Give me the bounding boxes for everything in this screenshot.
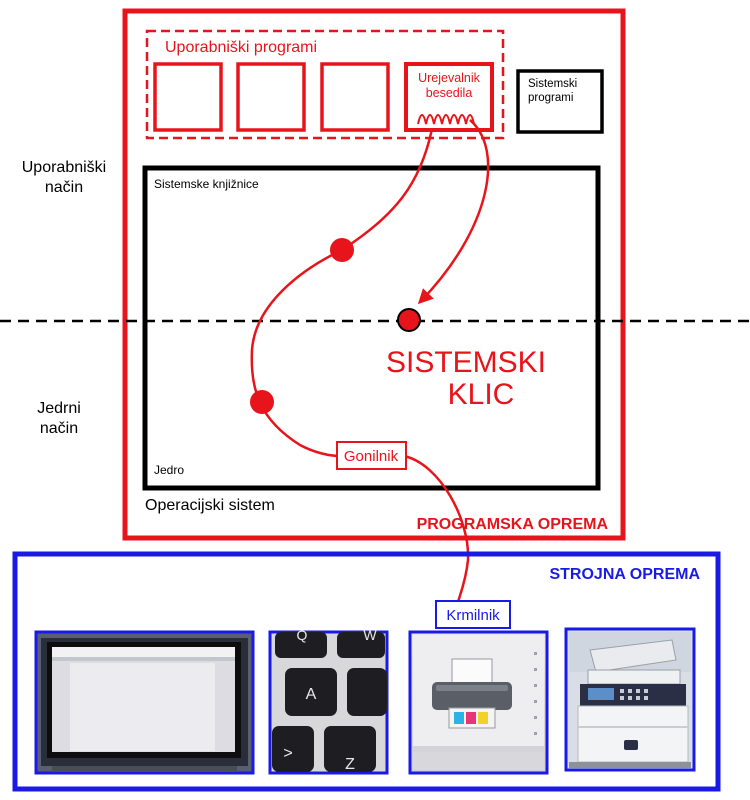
operating-system-box	[142, 165, 601, 491]
text-editor-wave	[417, 114, 475, 125]
key-q: Q	[297, 627, 308, 643]
user-program-box-1	[153, 62, 223, 132]
multifunction-printer-photo	[564, 627, 696, 772]
software-label: PROGRAMSKA OPREMA	[417, 516, 609, 533]
user-mode-label-1: Uporabniški	[22, 159, 106, 176]
monitor-photo	[34, 630, 255, 775]
system-call-label-2: KLIC	[448, 378, 515, 411]
keyboard-photo: Q W A > Z	[268, 627, 389, 775]
key-z: Z	[345, 756, 355, 773]
system-programs-label-2: programi	[528, 92, 573, 104]
system-libraries-label: Sistemske knjižnice	[154, 177, 259, 191]
system-programs-label-1: Sistemski	[528, 78, 577, 90]
text-editor-label-2: besedila	[426, 86, 473, 100]
kernel-mode-label-2: način	[40, 420, 78, 437]
user-programs-group	[145, 29, 505, 140]
system-call-dot	[397, 308, 421, 332]
controller-box	[435, 600, 511, 629]
printer-icon-photo	[408, 630, 549, 775]
key-w: W	[363, 627, 377, 643]
user-mode-dot	[330, 238, 354, 262]
hardware-label: STROJNA OPREMA	[549, 566, 700, 583]
driver-to-controller-path	[403, 454, 470, 603]
key-greater: >	[283, 745, 292, 762]
operating-system-label: Operacijski sistem	[145, 497, 275, 514]
user-program-box-2	[236, 62, 306, 132]
driver-box	[336, 441, 407, 470]
kernel-label: Jedro	[154, 463, 184, 477]
hardware-box	[12, 551, 721, 792]
key-a: A	[306, 686, 317, 703]
user-mode-label-2: način	[45, 179, 83, 196]
kernel-mode-label-1: Jedrni	[37, 400, 81, 417]
driver-label: Gonilnik	[344, 448, 399, 465]
system-call-label-1: SISTEMSKI	[386, 346, 546, 379]
kernel-mode-dot	[250, 390, 274, 414]
call-path-long	[250, 128, 434, 458]
printer-icon-paper	[451, 658, 493, 684]
software-box	[122, 8, 626, 541]
user-program-box-3	[320, 62, 390, 132]
call-path-arrow	[417, 119, 490, 305]
system-programs-box	[516, 69, 604, 134]
text-editor-label-1: Urejevalnik	[418, 71, 481, 85]
user-programs-label: Uporabniški programi	[165, 39, 317, 56]
controller-label: Krmilnik	[446, 607, 500, 624]
